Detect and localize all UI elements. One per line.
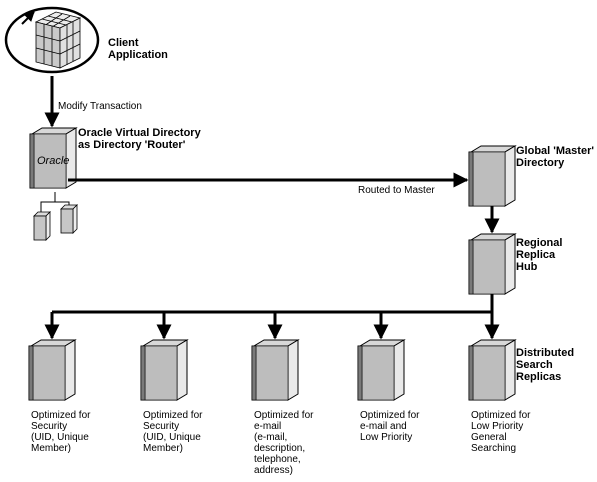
- replicas-label-line2: Search: [516, 359, 553, 371]
- backend-source-icon: [33, 211, 51, 241]
- replicas-label-line1: Distributed: [516, 347, 574, 359]
- master-label-line1: Global 'Master': [516, 145, 594, 157]
- client-label-line2: Application: [108, 49, 168, 61]
- replica-caption-line: Optimized for: [254, 410, 314, 421]
- routed-to-master-label: Routed to Master: [358, 185, 435, 196]
- replica-caption-line: Searching: [471, 443, 516, 454]
- replica-directory-icon: [28, 339, 76, 401]
- oracle-brand-text: Oracle: [37, 155, 69, 167]
- hub-label-line1: Regional: [516, 237, 562, 249]
- backend-source-icon: [60, 204, 78, 234]
- replica-caption-line: telephone,: [254, 454, 301, 465]
- modify-transaction-label: Modify Transaction: [58, 101, 142, 112]
- replica-caption-line: description,: [254, 443, 305, 454]
- replica-caption-line: Member): [143, 443, 183, 454]
- replica-caption-line: Optimized for: [471, 410, 531, 421]
- replica-hub-icon: [468, 233, 516, 295]
- replica-directory-icon: [251, 339, 299, 401]
- replica-directory-icon: [468, 339, 516, 401]
- replica-caption-line: Optimized for: [360, 410, 420, 421]
- master-directory-icon: [468, 145, 516, 207]
- hub-label-line2: Replica: [516, 249, 556, 261]
- replica-caption-line: Security: [31, 421, 67, 432]
- client-label-line1: Client: [108, 37, 139, 49]
- replica-caption-line: e-mail: [254, 421, 281, 432]
- replica-caption-line: Optimized for: [143, 410, 203, 421]
- master-label-line2: Directory: [516, 157, 565, 169]
- replica-caption-line: e-mail and: [360, 421, 407, 432]
- replica-directory-icon: [140, 339, 188, 401]
- replica-caption-line: Low Priority: [360, 432, 412, 443]
- replica-caption-line: address): [254, 465, 293, 476]
- ovd-router-icon: Oracle: [29, 127, 77, 189]
- distribution-arrows: [44, 312, 500, 340]
- hub-label-line3: Hub: [516, 261, 538, 273]
- backend-connector: [40, 192, 70, 212]
- ovd-label-line2: as Directory 'Router': [78, 139, 186, 151]
- replica-directory-icon: [357, 339, 405, 401]
- ovd-label-line1: Oracle Virtual Directory: [78, 127, 202, 139]
- client-application-icon: [4, 6, 100, 74]
- replica-caption-line: General: [471, 432, 507, 443]
- replica-caption-line: Member): [31, 443, 71, 454]
- replica-caption-line: Low Priority: [471, 421, 523, 432]
- replica-caption-line: (UID, Unique: [143, 432, 201, 443]
- replica-caption-line: Security: [143, 421, 179, 432]
- replica-caption-line: Optimized for: [31, 410, 91, 421]
- replica-caption-line: (UID, Unique: [31, 432, 89, 443]
- replica-caption-line: (e-mail,: [254, 432, 287, 443]
- replicas-label-line3: Replicas: [516, 371, 561, 383]
